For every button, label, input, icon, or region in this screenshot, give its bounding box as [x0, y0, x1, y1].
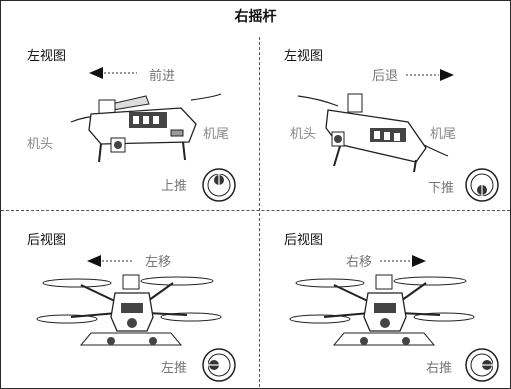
horizontal-divider: [1, 210, 510, 211]
panel-backward: 左视图 后退 机头 机尾 下推: [260, 37, 510, 209]
stick-up-icon: [202, 168, 236, 202]
direction-label: 右移: [346, 255, 373, 270]
tail-label: 机尾: [203, 127, 230, 142]
panel-right: 后视图 右移 右推: [260, 211, 510, 389]
diagram-title: 右摇杆: [234, 9, 277, 25]
action-label: 左推: [161, 361, 188, 376]
direction-label: 后退: [372, 69, 399, 84]
stick-left-icon: [202, 348, 236, 382]
view-label: 左视图: [284, 49, 324, 64]
nose-label: 机头: [290, 127, 317, 142]
vertical-divider: [259, 37, 260, 387]
drone-side-view-tilted-icon: [297, 93, 449, 173]
drone-rear-view-icon: [36, 274, 222, 346]
view-label: 左视图: [27, 49, 67, 64]
arrow-right-icon: [380, 255, 426, 267]
stick-down-icon: [465, 168, 499, 202]
drone-side-view-icon: [70, 93, 222, 163]
arrow-left-icon: [89, 67, 137, 79]
action-label: 下推: [428, 181, 455, 196]
panel-forward: 左视图 前进 机头 机尾 上推: [1, 37, 259, 209]
direction-label: 左移: [145, 255, 172, 270]
nose-label: 机头: [27, 137, 54, 152]
view-label: 后视图: [27, 233, 67, 248]
direction-label: 前进: [149, 69, 176, 84]
stick-right-icon: [465, 348, 499, 382]
drone-rear-view-icon: [289, 274, 475, 346]
arrow-right-icon: [406, 69, 454, 81]
arrow-left-icon: [87, 255, 133, 267]
tail-label: 机尾: [430, 127, 457, 142]
action-label: 右推: [426, 361, 453, 376]
action-label: 上推: [161, 179, 188, 194]
panel-left: 后视图 左移 左推: [1, 211, 259, 389]
view-label: 后视图: [284, 233, 324, 248]
